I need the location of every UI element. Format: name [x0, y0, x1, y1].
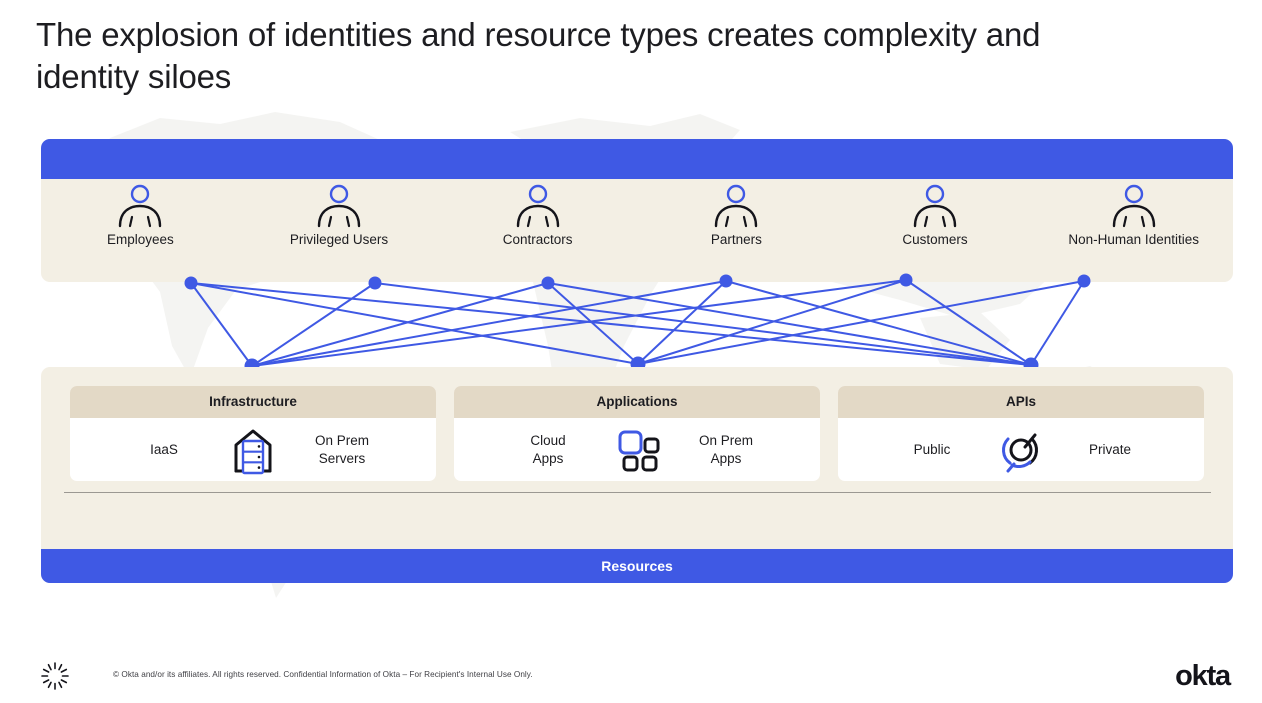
connection-edge	[905, 279, 1032, 366]
okta-burst-icon	[41, 662, 69, 690]
card-right-label-line: Apps	[710, 450, 742, 466]
resources-panel: Infrastructure IaaS On Prem Serve	[41, 367, 1233, 583]
card-right-label: On Prem Servers	[290, 432, 394, 468]
persona-privileged-users[interactable]: Privileged Users	[240, 184, 439, 247]
connection-edge	[1030, 280, 1085, 366]
connection-edge	[637, 280, 727, 365]
persona-label: Contractors	[502, 232, 573, 247]
card-right-label: Private	[1088, 441, 1132, 457]
card-right-label-line: Servers	[318, 450, 366, 466]
connection-edge	[374, 282, 1032, 366]
connection-edge	[547, 282, 639, 365]
server-building-icon	[234, 429, 272, 474]
panel-divider	[64, 492, 1211, 493]
resource-cards: Infrastructure IaaS On Prem Serve	[70, 386, 1204, 481]
okta-wordmark: okta	[1175, 660, 1231, 692]
connection-nodes	[184, 273, 1091, 374]
person-icon	[516, 184, 559, 228]
connection-edge	[190, 282, 253, 367]
connection-edge	[547, 282, 1032, 366]
persona-contractors[interactable]: Contractors	[438, 184, 637, 247]
person-icon	[913, 184, 957, 228]
connection-edge	[251, 282, 376, 367]
footer-copyright: © Okta and/or its affiliates. All rights…	[113, 670, 533, 679]
connection-edge	[251, 282, 549, 367]
persona-row: Employees Privileged Users Con	[41, 184, 1233, 247]
person-icon	[317, 184, 361, 228]
resource-card-apis[interactable]: APIs Public Private	[838, 386, 1204, 481]
persona-label: Partners	[710, 232, 762, 247]
card-body: Public Private	[838, 418, 1204, 481]
connection-edges	[190, 279, 1085, 367]
card-right-label-line: On Prem	[314, 432, 369, 448]
persona-label: Employees	[106, 232, 174, 247]
card-left-label: Public	[913, 441, 951, 457]
card-right-label-line: On Prem	[698, 432, 753, 448]
card-body: IaaS On Prem Servers	[70, 418, 436, 481]
page-title: The explosion of identities and resource…	[36, 16, 1041, 96]
card-header: Infrastructure	[70, 386, 436, 418]
person-icon	[715, 184, 758, 228]
persona-label: Customers	[902, 232, 968, 247]
card-left-label-line: Cloud	[530, 432, 566, 448]
persona-non-human-identities[interactable]: Non-Human Identities	[1034, 184, 1233, 247]
card-left-label: Cloud Apps	[496, 432, 600, 468]
persona-partners[interactable]: Partners	[637, 184, 836, 247]
card-left-label: IaaS	[150, 441, 178, 457]
api-orbit-icon	[1002, 433, 1038, 472]
connection-edge	[637, 280, 1085, 365]
person-icon	[119, 184, 162, 228]
connection-edge	[190, 282, 639, 365]
card-header: Applications	[454, 386, 820, 418]
identities-panel: Employees Privileged Users Con	[41, 139, 1233, 282]
connection-edge	[637, 279, 907, 365]
app-grid-icon	[618, 430, 660, 471]
resource-card-infrastructure[interactable]: Infrastructure IaaS On Prem Serve	[70, 386, 436, 481]
resources-bar-label: Resources	[601, 558, 673, 574]
resource-card-applications[interactable]: Applications Cloud Apps On Prem Apps	[454, 386, 820, 481]
identities-top-bar	[41, 139, 1233, 179]
card-body: Cloud Apps On Prem Apps	[454, 418, 820, 481]
card-left-label-line: Apps	[532, 450, 564, 466]
person-icon	[1112, 184, 1155, 228]
connection-edge	[251, 280, 727, 367]
persona-customers[interactable]: Customers	[836, 184, 1035, 247]
connection-edge	[251, 279, 907, 367]
persona-label: Non-Human Identities	[1068, 232, 1199, 247]
card-right-label: On Prem Apps	[674, 432, 778, 468]
connection-edge	[190, 282, 1032, 366]
resources-bottom-bar: Resources	[41, 549, 1233, 583]
card-header: APIs	[838, 386, 1204, 418]
persona-employees[interactable]: Employees	[41, 184, 240, 247]
persona-label: Privileged Users	[289, 232, 389, 247]
connection-edge	[725, 280, 1032, 366]
